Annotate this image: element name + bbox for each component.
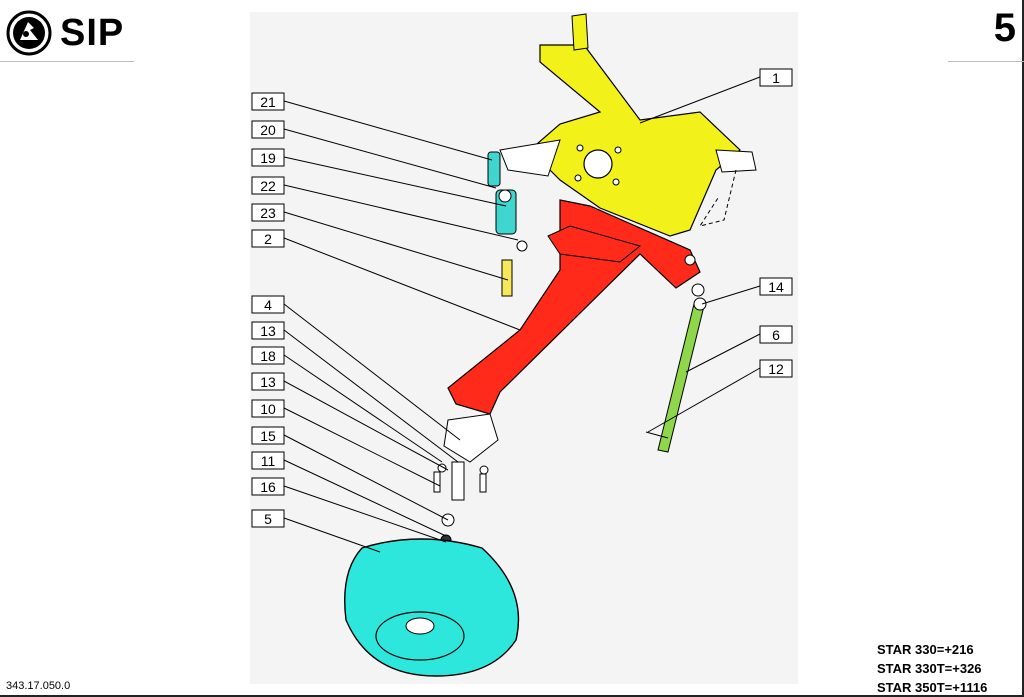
svg-text:21: 21	[260, 94, 276, 110]
support-rod-part	[645, 297, 707, 453]
leader-lines	[283, 76, 761, 553]
svg-text:2: 2	[264, 231, 272, 247]
callout-11: 11	[251, 451, 285, 470]
brand-logo: SIP	[6, 8, 140, 64]
callout-19: 19	[251, 148, 285, 167]
callout-23: 23	[251, 203, 285, 222]
svg-text:18: 18	[260, 348, 276, 364]
svg-text:10: 10	[260, 401, 276, 417]
callout-2: 2	[251, 229, 285, 248]
model-variant: STAR 350T=+1116	[877, 680, 988, 695]
svg-text:11: 11	[261, 453, 276, 469]
svg-text:23: 23	[260, 205, 276, 221]
svg-text:20: 20	[260, 122, 276, 138]
callout-14: 14	[759, 277, 793, 296]
svg-text:12: 12	[768, 361, 784, 377]
callout-13-lower: 13	[251, 372, 285, 391]
callout-6: 6	[759, 325, 793, 344]
callout-22: 22	[251, 176, 285, 195]
page-number: 5	[993, 6, 1016, 50]
wheel-part	[344, 538, 520, 677]
mount-plate-part	[499, 13, 757, 237]
caster-fork-part	[433, 413, 499, 546]
svg-text:5: 5	[264, 511, 272, 527]
svg-text:13: 13	[260, 374, 276, 390]
callout-5: 5	[251, 509, 285, 528]
header-rule-left	[0, 61, 134, 62]
header-rule-right	[948, 61, 1024, 62]
svg-text:4: 4	[264, 297, 272, 313]
svg-text:15: 15	[260, 428, 276, 444]
svg-text:19: 19	[260, 150, 276, 166]
shock-absorber-part	[487, 151, 528, 297]
brand-name: SIP	[60, 12, 125, 54]
model-variant: STAR 330T=+326	[877, 661, 982, 676]
svg-text:22: 22	[260, 178, 276, 194]
callout-13-upper: 13	[251, 321, 285, 340]
model-variant-list: STAR 330=+216 STAR 330T=+326 STAR 350T=+…	[877, 640, 987, 697]
svg-text:14: 14	[768, 279, 784, 295]
callout-4: 4	[251, 295, 285, 314]
callout-16: 16	[251, 477, 285, 496]
callout-18: 18	[251, 346, 285, 365]
swing-arm-part	[447, 199, 705, 415]
callout-10: 10	[251, 399, 285, 418]
svg-text:16: 16	[260, 479, 276, 495]
callout-21: 21	[251, 92, 285, 111]
svg-text:1: 1	[772, 70, 780, 86]
brand-emblem-icon	[6, 10, 52, 56]
model-variant: STAR 330=+216	[877, 642, 974, 657]
callout-15: 15	[251, 426, 285, 445]
svg-text:6: 6	[772, 327, 780, 343]
callout-12: 12	[759, 359, 793, 378]
callout-20: 20	[251, 120, 285, 139]
document-code: 343.17.050.0	[6, 680, 71, 692]
callout-1: 1	[759, 68, 793, 87]
svg-text:13: 13	[260, 323, 276, 339]
